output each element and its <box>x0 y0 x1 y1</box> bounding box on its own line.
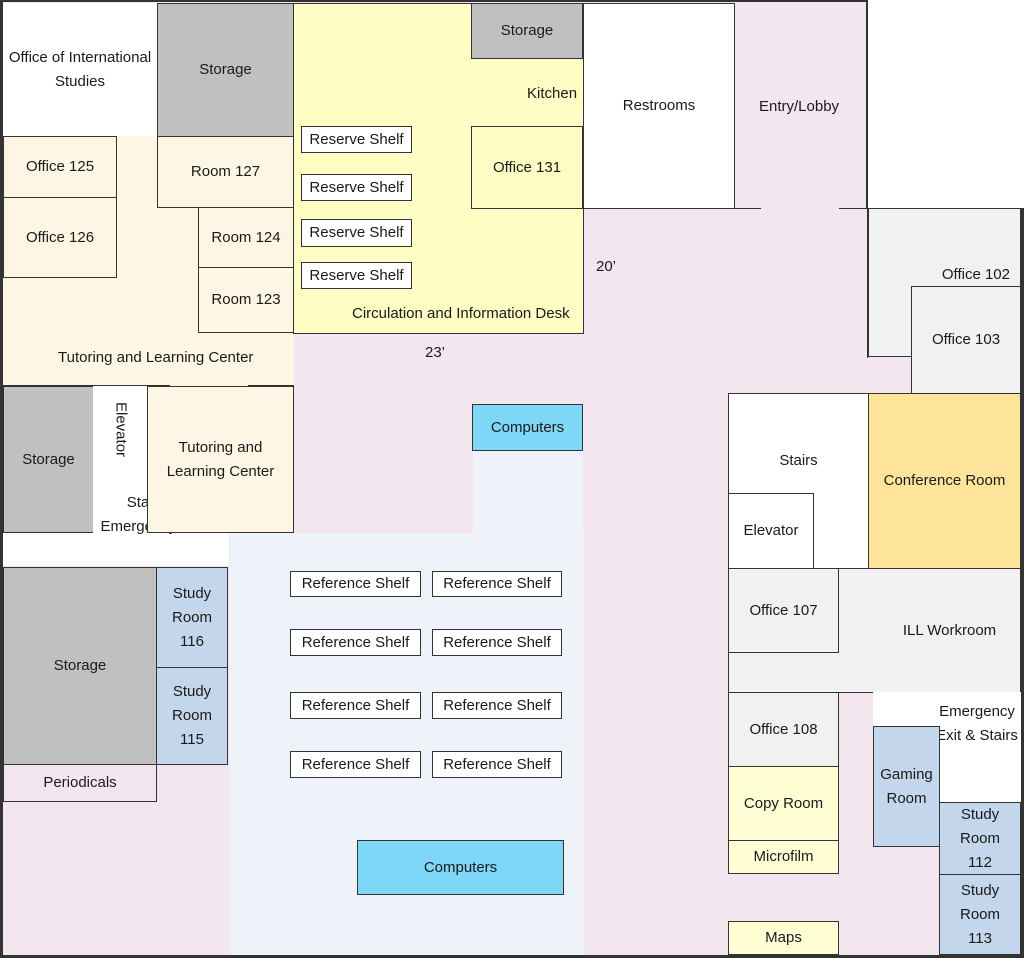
circulation-desk-label: Circulation and Information Desk <box>352 305 570 322</box>
reserve-shelf-3: Reserve Shelf <box>301 219 412 247</box>
elevator-left-label: Elevator <box>112 402 130 458</box>
computers-lower: Computers <box>357 840 564 895</box>
wall-bottom <box>0 955 1024 958</box>
reference-shelf-1: Reference Shelf <box>290 571 421 597</box>
elevator-right: Elevator <box>728 493 814 569</box>
study-room-113: Study Room 113 <box>939 874 1021 955</box>
reference-shelf-6: Reference Shelf <box>432 692 562 719</box>
storage-left: Storage <box>3 386 94 533</box>
office-131: Office 131 <box>471 126 583 209</box>
wall-tutoring-top-left <box>3 385 170 386</box>
floor-computer-aisle <box>473 450 583 535</box>
room-123: Room 123 <box>198 267 294 333</box>
storage-big: Storage <box>3 567 157 765</box>
study-room-115: Study Room 115 <box>156 667 228 765</box>
conference-room: Conference Room <box>868 393 1021 569</box>
reference-shelf-4: Reference Shelf <box>432 629 562 656</box>
wall-lobby-left <box>583 208 761 209</box>
wall-left <box>0 0 3 958</box>
microfilm: Microfilm <box>728 840 839 874</box>
wall-right <box>1021 208 1024 958</box>
reserve-shelf-2: Reserve Shelf <box>301 174 412 201</box>
wall-right-upper <box>866 0 868 208</box>
study-room-116: Study Room 116 <box>156 567 228 668</box>
width-label: 20’ <box>596 258 617 275</box>
reference-shelf-7: Reference Shelf <box>290 751 421 778</box>
restrooms: Restrooms <box>583 3 735 209</box>
reference-shelf-8: Reference Shelf <box>432 751 562 778</box>
elevator-left: Elevator <box>93 386 148 474</box>
exit-corridor-left <box>3 533 229 566</box>
computers-upper: Computers <box>472 404 583 451</box>
wall-office102-left <box>867 208 868 358</box>
copy-room: Copy Room <box>728 766 839 841</box>
office-of-international-studies: Office of International Studies <box>3 3 157 136</box>
reference-shelf-2: Reference Shelf <box>432 571 562 597</box>
office-108: Office 108 <box>728 692 839 767</box>
reference-shelf-5: Reference Shelf <box>290 692 421 719</box>
stairs-emergency-exit-left <box>93 473 148 533</box>
kitchen-label: Kitchen <box>527 85 578 102</box>
office-107: Office 107 <box>728 568 839 653</box>
office-103: Office 103 <box>911 286 1021 394</box>
tutoring-and-learning-center: Tutoring and Learning Center <box>147 386 294 533</box>
maps: Maps <box>728 921 839 955</box>
wall-top <box>0 0 868 2</box>
storage-top: Storage <box>471 3 583 59</box>
periodicals: Periodicals <box>3 764 157 802</box>
gaming-room: Gaming Room <box>873 726 940 847</box>
room-124: Room 124 <box>198 207 294 268</box>
storage-top-left: Storage <box>157 3 294 137</box>
wall-lobby-right <box>839 208 1024 209</box>
study-room-112: Study Room 112 <box>939 802 1021 875</box>
wall-tutoring-top-right <box>248 385 294 386</box>
reserve-shelf-4: Reserve Shelf <box>301 262 412 289</box>
entry-lobby-label: Entry/Lobby <box>759 98 840 115</box>
room-127: Room 127 <box>157 136 294 208</box>
reserve-shelf-1: Reserve Shelf <box>301 126 412 153</box>
office-125: Office 125 <box>3 136 117 198</box>
floor-right-exterior <box>868 0 1024 208</box>
tutoring-label-upper: Tutoring and Learning Center <box>58 349 254 366</box>
reference-shelf-3: Reference Shelf <box>290 629 421 656</box>
office-126: Office 126 <box>3 197 117 278</box>
depth-label: 23’ <box>425 344 446 361</box>
